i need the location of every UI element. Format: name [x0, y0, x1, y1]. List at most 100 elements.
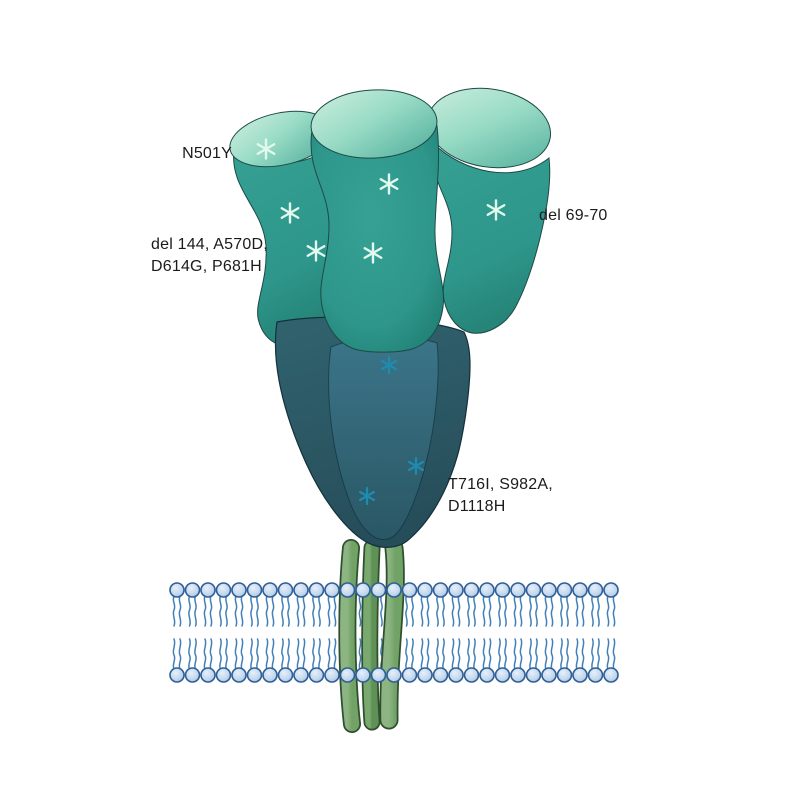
lipid-tail [442, 595, 445, 627]
lipid-tail [256, 638, 259, 670]
lipid-head [215, 667, 232, 683]
lipid-tail [318, 638, 321, 670]
lipid-head [479, 582, 495, 598]
stalk-leg-left [340, 540, 360, 732]
lipid-head [448, 667, 464, 683]
lipid-tail [265, 595, 269, 627]
label-del144-line1: del 144, A570D, [151, 236, 268, 253]
lipid-tail [327, 638, 331, 670]
label-del144-line2: D614G, P681H [151, 258, 262, 275]
membrane-lipid-tails [172, 595, 616, 670]
lipid-tail [225, 595, 228, 627]
lipid-head [417, 667, 433, 683]
lipid-head [463, 582, 480, 598]
lipid-head [370, 667, 387, 683]
lipid-head [200, 582, 216, 598]
mutation-asterisk-icon [306, 240, 326, 262]
lipid-tail [581, 595, 585, 627]
mutation-markers [256, 138, 506, 506]
lipid-tail [457, 638, 461, 670]
lipid-head [277, 582, 294, 598]
label-del144-a570d-d614g-p681h: del 144, A570D, D614G, P681H [151, 234, 268, 278]
lipid-tail [225, 638, 228, 670]
lipid-tail [287, 595, 290, 627]
lipid-head [231, 582, 247, 598]
lipid-tail [575, 595, 579, 627]
lipid-tail [544, 638, 548, 670]
lipid-head [293, 667, 309, 683]
lipid-tail [302, 595, 306, 627]
lipid-tail [250, 595, 253, 627]
mutation-asterisk-icon [256, 138, 276, 160]
lipid-head [262, 667, 278, 683]
lipid-head [587, 582, 604, 598]
lipid-head [556, 667, 573, 683]
lipid-tail [606, 595, 610, 627]
spike-s1-left-lobe [229, 110, 345, 348]
label-t716i-line1: T716I, S982A, [448, 476, 553, 493]
mutation-asterisk-icon [363, 242, 383, 264]
right-lobe-body [431, 141, 551, 334]
mutation-asterisk-icon [358, 486, 376, 506]
lipid-tail [287, 638, 290, 670]
lipid-tail [209, 595, 213, 627]
central-lobe-top [310, 89, 438, 159]
lipid-tail [566, 638, 569, 670]
lipid-head [510, 667, 526, 683]
lipid-tail [271, 595, 275, 627]
lipid-head [324, 582, 340, 598]
lipid-head [293, 582, 309, 598]
mutation-asterisk-icon [280, 202, 300, 224]
lipid-tail [581, 638, 585, 670]
lipid-tail [358, 638, 362, 670]
mutation-asterisk-icon [486, 199, 506, 221]
lipid-head [494, 667, 511, 683]
lipid-tail [597, 638, 600, 670]
lipid-tail [234, 595, 238, 627]
lipid-head [246, 667, 263, 683]
lipid-tail [612, 638, 616, 670]
lipid-head [386, 582, 402, 598]
lipid-tail [504, 638, 507, 670]
lipid-tail [529, 595, 532, 627]
lipid-tail [612, 595, 616, 627]
lipid-tail [219, 595, 222, 627]
lipid-tail [482, 595, 486, 627]
lipid-tail [535, 595, 538, 627]
lipid-tail [560, 595, 563, 627]
lipid-tail [203, 595, 207, 627]
lipid-tail [250, 638, 253, 670]
lipid-tail [467, 595, 470, 627]
lipid-tail [178, 595, 182, 627]
lipid-tail [606, 638, 610, 670]
lipid-tail [281, 595, 284, 627]
lipid-tail [513, 595, 517, 627]
lipid-tail [535, 638, 538, 670]
lipid-tail [451, 595, 455, 627]
lipid-head [308, 667, 325, 683]
lipid-head [448, 582, 464, 598]
spike-stalk [338, 538, 405, 733]
lipid-head [417, 582, 433, 598]
mutation-asterisk-icon [407, 456, 425, 476]
lipid-head [355, 667, 371, 683]
lipid-tail [194, 638, 197, 670]
lipid-tail [172, 595, 176, 627]
lipid-tail [265, 638, 269, 670]
lipid-head [572, 582, 588, 598]
lipid-tail [240, 595, 244, 627]
lipid-head [308, 582, 325, 598]
lipid-head [277, 667, 294, 683]
lipid-head [525, 667, 542, 683]
lipid-head [479, 667, 495, 683]
label-n501y: N501Y [150, 143, 232, 165]
lipid-tail [209, 638, 213, 670]
lipid-head [200, 667, 216, 683]
label-del69-70: del 69-70 [539, 205, 608, 227]
lipid-head [169, 667, 185, 683]
lipid-tail [380, 638, 383, 670]
lipid-tail [591, 595, 594, 627]
lipid-head [339, 582, 356, 598]
lipid-head [541, 582, 557, 598]
